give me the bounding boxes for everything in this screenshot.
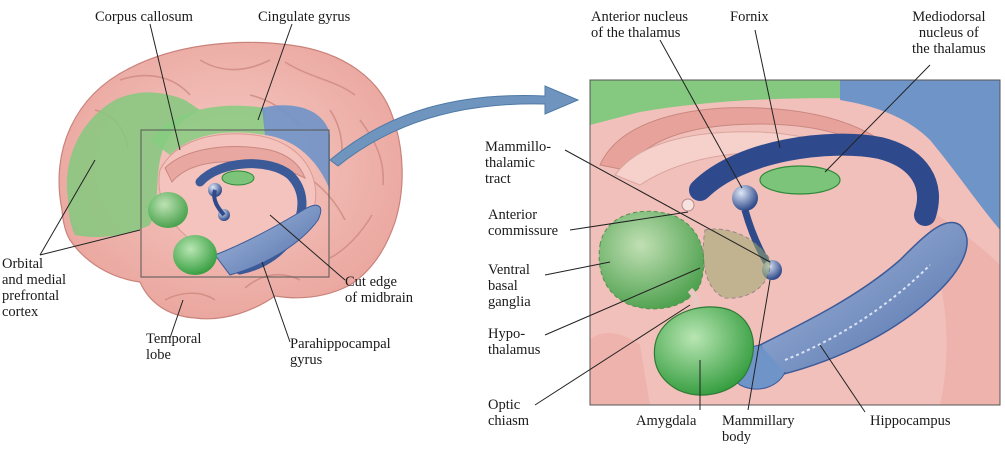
label-temporal-lobe: Temporal lobe	[146, 331, 202, 363]
hippocampus-zoom	[758, 221, 968, 376]
label-mammillothalamic: Mammillo- thalamic tract	[485, 139, 552, 187]
label-anterior-commissure: Anterior commissure	[488, 207, 559, 239]
mt-tract-left	[212, 189, 226, 217]
label-cingulate-gyrus: Cingulate gyrus	[258, 9, 351, 25]
hypothalamus-zoom	[702, 228, 771, 299]
left-brain	[58, 41, 403, 320]
ventral-bg-zoom	[598, 210, 705, 310]
blue-cingulate	[840, 80, 1000, 230]
mediodorsal-zoom	[759, 165, 841, 195]
label-ventral-basal-ganglia: Ventral basal ganglia	[488, 262, 531, 310]
label-fornix: Fornix	[730, 9, 769, 25]
label-mammillary-body: Mammillary body	[722, 413, 795, 445]
zoom-arrow	[329, 85, 580, 167]
hippocampus-left	[214, 204, 322, 276]
zoom-panel	[590, 80, 1000, 405]
label-mediodorsal: Mediodorsal nucleus of the thalamus	[912, 9, 986, 57]
ventral-bg-left	[148, 192, 188, 228]
label-hypothalamus: Hypo- thalamus	[488, 326, 541, 358]
label-orbital-prefrontal: Orbital and medial prefrontal cortex	[2, 256, 67, 320]
mediodorsal-left	[221, 170, 255, 186]
cingulate-blue	[262, 105, 330, 190]
amygdala-zoom	[653, 306, 754, 396]
green-cortex-top	[590, 80, 900, 125]
label-amygdala: Amygdala	[636, 413, 697, 429]
label-anterior-nucleus: Anterior nucleus of the thalamus	[591, 9, 689, 41]
label-parahippocampal: Parahippocampal gyrus	[290, 336, 391, 368]
label-optic-chiasm: Optic chiasm	[488, 397, 530, 429]
corpus-callosum-shape	[164, 146, 306, 183]
zoom-box	[140, 129, 330, 278]
label-hippocampus: Hippocampus	[870, 413, 951, 429]
label-corpus-callosum: Corpus callosum	[95, 9, 193, 25]
anterior-commissure-zoom	[681, 198, 695, 212]
anterior-nucleus-zoom	[732, 185, 758, 211]
amygdala-left	[173, 235, 217, 275]
leader-lines	[39, 23, 931, 413]
zoom-panel-border	[589, 79, 1001, 406]
fornix-zoom	[689, 133, 939, 226]
label-cut-edge-midbrain: Cut edge of midbrain	[345, 274, 414, 306]
